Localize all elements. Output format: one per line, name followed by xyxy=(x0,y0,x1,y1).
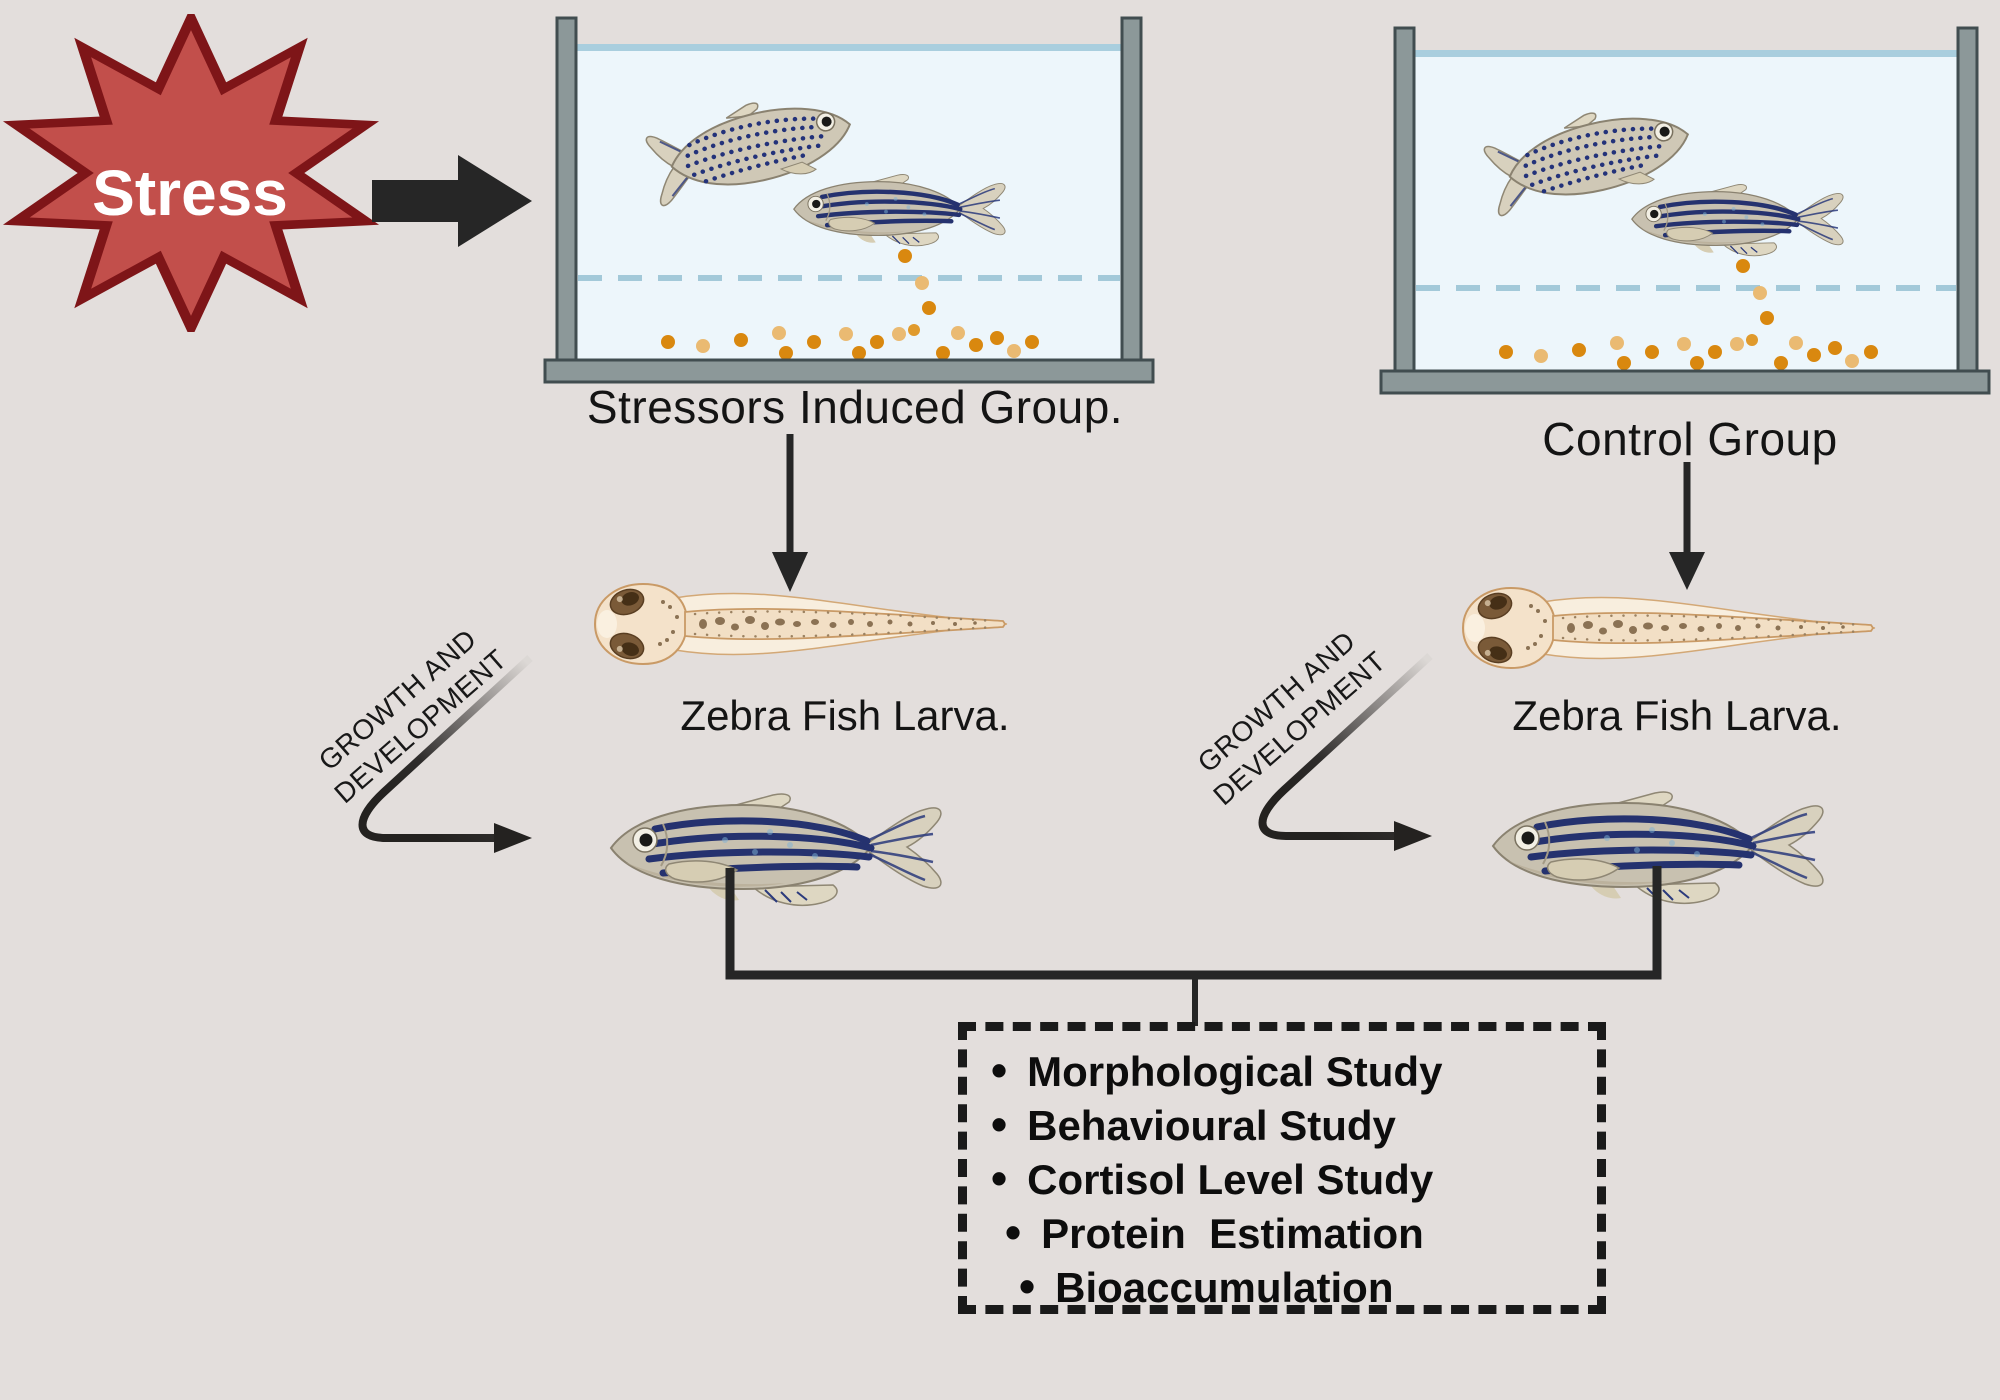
adult-zebrafish-icon xyxy=(611,794,941,905)
study-item-label: Bioaccumulation xyxy=(1055,1264,1394,1311)
bullet-dot-icon: • xyxy=(991,1044,1008,1096)
stress-label: Stress xyxy=(92,157,288,229)
flow-arrow-icon xyxy=(372,155,532,247)
zebrafish-larva-icon xyxy=(593,582,1009,666)
bullet-dot-icon: • xyxy=(1005,1206,1022,1258)
food-pellets xyxy=(661,249,1039,360)
study-item-label: Morphological Study xyxy=(1027,1048,1443,1095)
study-item-label: Cortisol Level Study xyxy=(1027,1156,1434,1203)
study-item: • Bioaccumulation xyxy=(1019,1261,1597,1315)
stress-burst-icon xyxy=(2,14,380,332)
tank-control xyxy=(1379,26,1991,395)
down-arrow-icon xyxy=(1669,462,1705,590)
down-arrow-icon xyxy=(772,434,808,592)
study-item: • Protein Estimation xyxy=(1005,1207,1597,1261)
study-item-label: Behavioural Study xyxy=(1027,1102,1396,1149)
study-item: • Morphological Study xyxy=(991,1045,1597,1099)
bullet-dot-icon: • xyxy=(991,1152,1008,1204)
bullet-dot-icon: • xyxy=(991,1098,1008,1150)
tank-stressed xyxy=(543,16,1155,384)
larva-label-stressed: Zebra Fish Larva. xyxy=(680,692,1010,739)
larva-label-control: Zebra Fish Larva. xyxy=(1512,692,1842,739)
zebrafish-larva-icon xyxy=(1461,586,1877,670)
studies-box: • Morphological Study • Behavioural Stud… xyxy=(958,1022,1606,1314)
bullet-dot-icon: • xyxy=(1019,1260,1036,1312)
study-item: • Cortisol Level Study xyxy=(991,1153,1597,1207)
study-item-label: Protein Estimation xyxy=(1041,1210,1424,1257)
connector-lines xyxy=(725,866,1662,1026)
control-tank-label: Control Group xyxy=(1542,413,1838,465)
study-item: • Behavioural Study xyxy=(991,1099,1597,1153)
food-pellets xyxy=(1499,259,1878,370)
stressed-tank-label: Stressors Induced Group. xyxy=(586,381,1124,433)
